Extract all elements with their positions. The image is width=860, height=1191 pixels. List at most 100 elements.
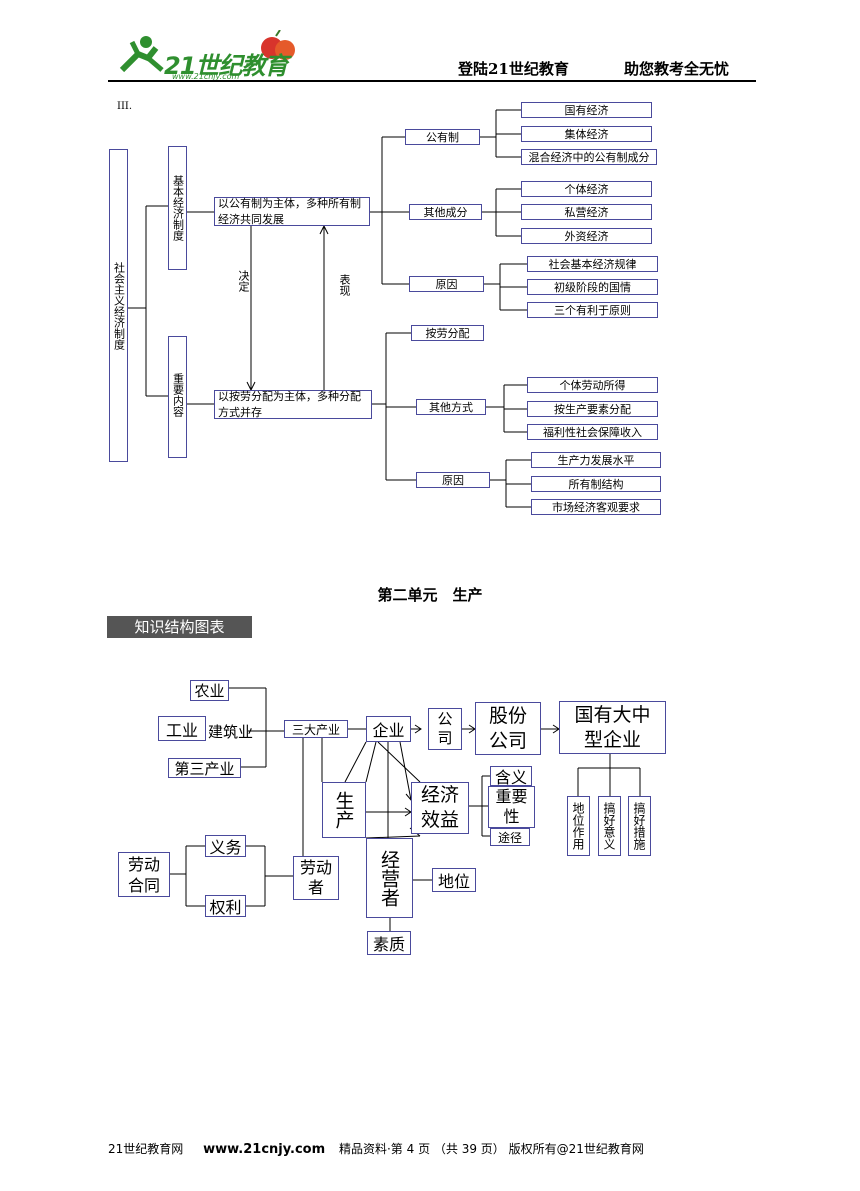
unit-title: 第二单元 生产 <box>377 586 483 604</box>
rights-node: 权利 <box>205 895 246 917</box>
header-slogan-right: 助您教考全无忧 <box>624 60 730 78</box>
public-item: 混合经济中的公有制成分 <box>521 149 657 165</box>
footer-url[interactable]: www.21cnjy.com <box>203 1142 326 1157</box>
meaning-label: 含义 <box>494 768 527 787</box>
reason1-item-label: 三个有利于原则 <box>554 304 631 317</box>
public-item: 国有经济 <box>521 102 652 118</box>
obligation-label: 义务 <box>209 838 242 857</box>
soe-item-label: 搞好措施 <box>632 802 646 850</box>
soe-item-position: 地位作用 <box>567 796 590 856</box>
other-methods-item: 个体劳动所得 <box>527 377 658 393</box>
soe-node: 国有大中型企业 <box>559 701 666 754</box>
reason2-node: 原因 <box>416 472 490 488</box>
joint-stock-label: 股份公司 <box>488 704 527 752</box>
approach-label: 途径 <box>497 830 522 845</box>
company-label: 公司 <box>437 710 453 747</box>
other-methods-item: 福利性社会保障收入 <box>527 424 658 440</box>
operator-label: 经营者 <box>378 849 400 907</box>
construction-label: 建筑业 <box>208 723 254 741</box>
decides-text: 决定 <box>237 270 250 292</box>
diagram2-connectors <box>170 687 641 931</box>
reason1-item: 三个有利于原则 <box>527 302 658 318</box>
logo: 21世纪教育 www.21cnjy.com <box>112 30 302 82</box>
rights-label: 权利 <box>209 898 242 917</box>
other-item: 外资经济 <box>521 228 652 244</box>
reason2-item: 市场经济客观要求 <box>531 499 661 515</box>
distribution-statement: 以按劳分配为主体，多种分配方式并存 <box>214 390 372 419</box>
agriculture-label: 农业 <box>194 682 225 700</box>
other-item-label: 外资经济 <box>564 230 609 243</box>
other-components-label: 其他成分 <box>423 206 468 219</box>
production-label: 生产 <box>332 791 355 829</box>
reason2-item-label: 所有制结构 <box>568 478 624 491</box>
other-methods-item-label: 福利性社会保障收入 <box>543 426 642 439</box>
agriculture-node: 农业 <box>190 680 229 701</box>
importance-label: 重要性 <box>495 787 528 826</box>
quality-node: 素质 <box>367 931 411 955</box>
soe-label: 国有大中型企业 <box>574 703 651 751</box>
other-components-node: 其他成分 <box>409 204 482 220</box>
ownership-statement: 以公有制为主体，多种所有制经济共同发展 <box>214 197 370 226</box>
soe-item-measures: 搞好措施 <box>628 796 651 856</box>
basic-system-label: 基本经济制度 <box>171 175 185 241</box>
production-node: 生产 <box>322 782 366 838</box>
diagram1-connectors <box>128 109 531 508</box>
public-label: 公有制 <box>426 131 459 144</box>
labor-contract-node: 劳动合同 <box>118 852 170 897</box>
meaning-node: 含义 <box>490 766 532 787</box>
header-slogan-left: 登陆21世纪教育 <box>458 60 569 78</box>
important-content-label: 重要内容 <box>171 373 185 417</box>
other-methods-label: 其他方式 <box>429 401 473 414</box>
logo-text: 21世纪教育 <box>164 52 288 80</box>
other-methods-item: 按生产要素分配 <box>527 401 658 417</box>
footer-site: 21世纪教育网 <box>108 1142 184 1156</box>
root-node-label: 社会主义经济制度 <box>112 261 126 350</box>
by-labor-label: 按劳分配 <box>425 327 470 340</box>
tertiary-node: 第三产业 <box>168 758 241 778</box>
decides-label: 决定 <box>236 270 250 296</box>
footer-page-info: 精品资料·第 4 页 （共 39 页） 版权所有@21世纪教育网 <box>338 1142 644 1156</box>
public-item-label: 国有经济 <box>564 104 609 117</box>
logo-url: www.21cnjy.com <box>172 72 240 81</box>
status-label: 地位 <box>437 872 470 891</box>
important-content-node: 重要内容 <box>168 336 187 458</box>
basic-system-node: 基本经济制度 <box>168 146 187 270</box>
reflects-text: 表现 <box>338 274 351 296</box>
public-node: 公有制 <box>405 129 480 145</box>
reason2-item: 生产力发展水平 <box>531 452 661 468</box>
other-item-label: 私营经济 <box>564 206 609 219</box>
reason2-label: 原因 <box>442 474 464 487</box>
joint-stock-node: 股份公司 <box>475 702 541 755</box>
company-node: 公司 <box>428 708 462 750</box>
quality-label: 素质 <box>372 935 405 954</box>
reason1-node: 原因 <box>409 276 484 292</box>
reason2-item: 所有制结构 <box>531 476 661 492</box>
economic-benefit-label: 经济效益 <box>420 784 459 831</box>
by-labor-node: 按劳分配 <box>411 325 484 341</box>
header-rule <box>108 80 756 82</box>
root-node: 社会主义经济制度 <box>109 149 128 462</box>
tertiary-label: 第三产业 <box>174 759 235 778</box>
industry-label: 工业 <box>165 720 198 740</box>
approach-node: 途径 <box>490 828 530 846</box>
other-item: 个体经济 <box>521 181 652 197</box>
reason1-item-label: 社会基本经济规律 <box>548 258 637 271</box>
reason1-item: 初级阶段的国情 <box>527 279 658 295</box>
reason2-item-label: 生产力发展水平 <box>557 454 635 467</box>
distribution-statement-text: 以按劳分配为主体，多种分配方式并存 <box>218 389 361 419</box>
ownership-statement-text: 以公有制为主体，多种所有制经济共同发展 <box>218 196 361 226</box>
industry-node: 工业 <box>158 716 206 741</box>
other-methods-item-label: 按生产要素分配 <box>554 403 631 416</box>
labor-contract-label: 劳动合同 <box>127 854 160 895</box>
reason1-item-label: 初级阶段的国情 <box>554 281 631 294</box>
three-industries-node: 三大产业 <box>284 720 348 738</box>
other-methods-item-label: 个体劳动所得 <box>559 379 626 392</box>
reflects-label: 表现 <box>337 274 351 300</box>
knowledge-structure-label: 知识结构图表 <box>107 616 252 638</box>
status-node: 地位 <box>432 868 476 892</box>
three-industries-label: 三大产业 <box>291 722 340 737</box>
public-item-label: 混合经济中的公有制成分 <box>528 151 650 164</box>
obligation-node: 义务 <box>205 835 246 857</box>
soe-item-label: 地位作用 <box>571 802 585 850</box>
other-methods-node: 其他方式 <box>416 399 486 415</box>
